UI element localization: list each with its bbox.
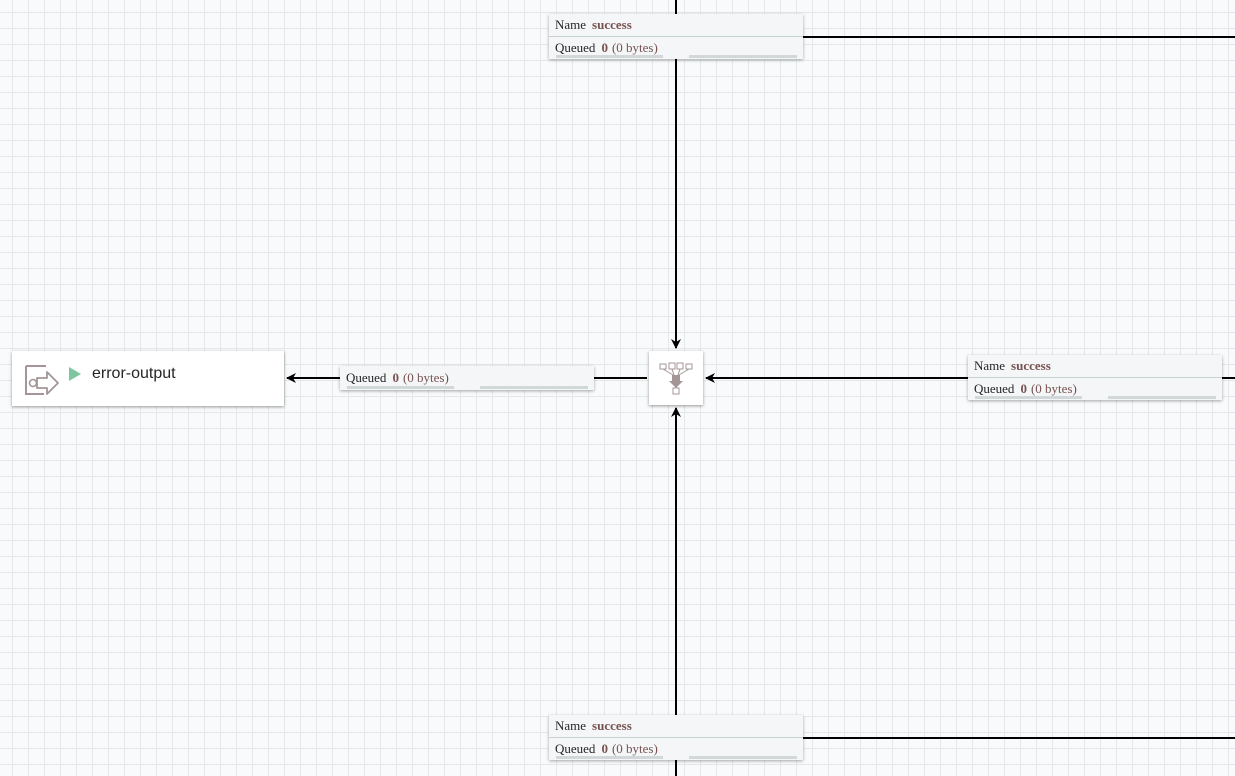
queued-size: (0 bytes) <box>1030 381 1077 396</box>
backpressure-object-bar <box>347 386 454 389</box>
queued-key: Queued <box>346 370 387 385</box>
backpressure-bars <box>340 386 594 389</box>
connection-name-row: Name success <box>549 14 803 37</box>
queued-size: (0 bytes) <box>611 40 658 55</box>
queued-count: 0 <box>601 40 608 55</box>
queued-key: Queued <box>974 381 1015 396</box>
connection-queued-row: Queued 0 (0 bytes) <box>549 37 803 59</box>
connection-name: success <box>1011 358 1051 373</box>
output-port-icon <box>25 365 59 395</box>
connection-label-right[interactable]: Name success Queued 0 (0 bytes) <box>968 355 1222 400</box>
connection-queued-row: Queued 0 (0 bytes) <box>340 366 594 390</box>
queued-count: 0 <box>1020 381 1027 396</box>
backpressure-bars <box>549 55 803 58</box>
backpressure-size-bar <box>1108 396 1216 399</box>
funnel-icon <box>659 362 693 395</box>
connection-name-row: Name success <box>968 355 1222 378</box>
backpressure-bars <box>549 756 803 759</box>
backpressure-object-bar <box>556 756 663 759</box>
connection-name: success <box>592 17 632 32</box>
connection-queued-row: Queued 0 (0 bytes) <box>968 378 1222 400</box>
queued-count: 0 <box>601 741 608 756</box>
connection-queued-row: Queued 0 (0 bytes) <box>549 738 803 760</box>
backpressure-size-bar <box>689 756 797 759</box>
connection-name: success <box>592 718 632 733</box>
queued-size: (0 bytes) <box>402 370 449 385</box>
connection-label-bottom[interactable]: Name success Queued 0 (0 bytes) <box>549 715 803 760</box>
name-key: Name <box>555 718 587 733</box>
backpressure-size-bar <box>689 55 797 58</box>
queued-count: 0 <box>392 370 399 385</box>
backpressure-object-bar <box>975 396 1082 399</box>
queued-key: Queued <box>555 741 596 756</box>
connection-label-left[interactable]: Queued 0 (0 bytes) <box>340 366 594 390</box>
name-key: Name <box>555 17 587 32</box>
name-key: Name <box>974 358 1006 373</box>
queued-key: Queued <box>555 40 596 55</box>
connection-name-row: Name success <box>549 715 803 738</box>
running-icon <box>69 367 81 381</box>
output-port-name: error-output <box>92 365 176 382</box>
queued-size: (0 bytes) <box>611 741 658 756</box>
backpressure-size-bar <box>480 386 588 389</box>
connection-label-top[interactable]: Name success Queued 0 (0 bytes) <box>549 14 803 59</box>
backpressure-object-bar <box>556 55 663 58</box>
funnel[interactable] <box>649 351 703 405</box>
backpressure-bars <box>968 396 1222 399</box>
output-port-error-output[interactable]: error-output <box>12 351 284 406</box>
